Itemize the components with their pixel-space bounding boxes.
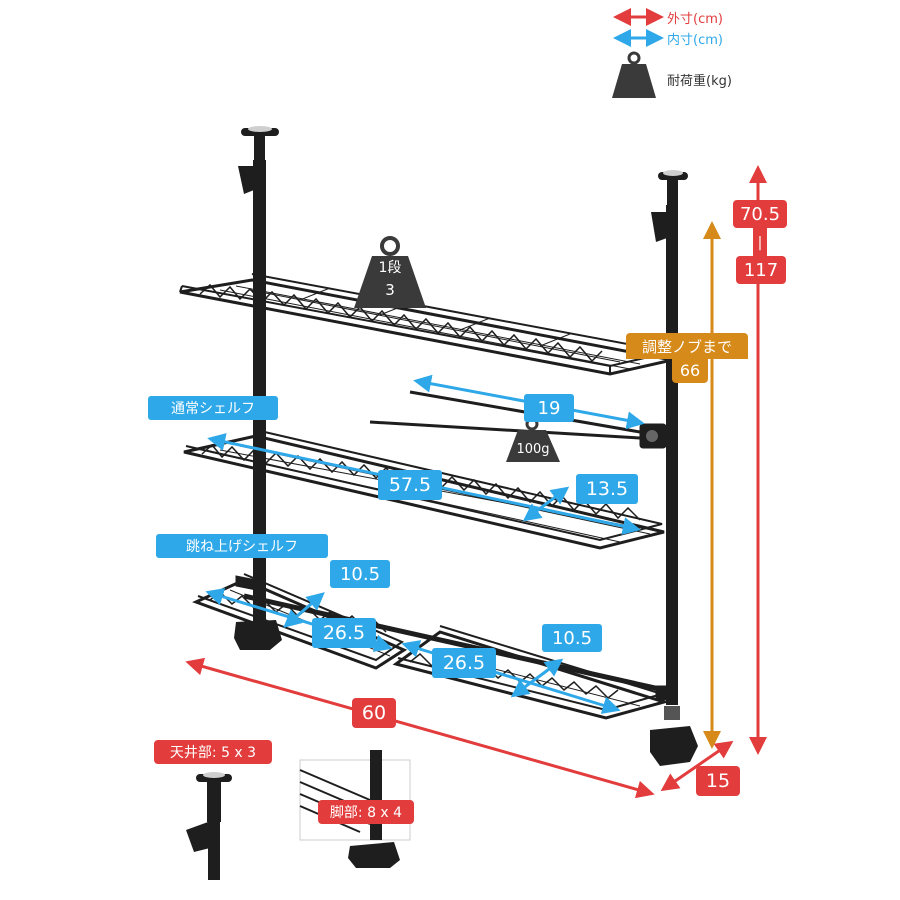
legend-load-label: 耐荷重(kg) xyxy=(667,74,732,89)
ceiling-part-inset xyxy=(186,772,232,880)
right-pole xyxy=(650,170,698,766)
shelf-depth-arrow xyxy=(522,486,570,522)
hinged-shelf-label: 跳ね上げシェルフ xyxy=(156,534,328,558)
adjust-value-label: 66 xyxy=(672,357,708,383)
hinged-right-depth-label: 10.5 xyxy=(542,624,602,652)
top-load-weight-icon xyxy=(354,236,426,308)
normal-shelf-label: 通常シェルフ xyxy=(148,396,278,420)
hook-width-label: 19 xyxy=(524,394,574,422)
shelf-width-label: 57.5 xyxy=(378,470,442,500)
height-sep-label: | xyxy=(753,228,767,258)
height-min-label: 70.5 xyxy=(733,200,787,228)
ceiling-part-label: 天井部: 5 x 3 xyxy=(154,740,272,764)
hook-load-label: 100g xyxy=(516,441,550,457)
adjust-title-label: 調整ノブまで xyxy=(626,333,748,359)
hinged-right-width-label: 26.5 xyxy=(432,648,496,678)
hinged-left-width-label: 26.5 xyxy=(312,618,376,648)
legend-inner-label: 内寸(cm) xyxy=(667,33,723,48)
height-max-label: 117 xyxy=(736,256,786,284)
width-outer-label: 60 xyxy=(352,698,396,728)
hinged-left-depth-label: 10.5 xyxy=(330,560,390,588)
hinged-left-depth-arrow xyxy=(283,592,325,628)
legend-outer-label: 外寸(cm) xyxy=(667,12,723,27)
depth-outer-label: 15 xyxy=(696,766,740,796)
top-load-title: 1段 xyxy=(378,260,402,276)
hinged-right-depth-arrow xyxy=(510,658,564,698)
top-load-value: 3 xyxy=(385,281,395,299)
shelf-depth-label: 13.5 xyxy=(576,474,638,504)
legend-weight-icon xyxy=(612,51,656,98)
width-arrow xyxy=(185,657,655,799)
foot-part-label: 脚部: 8 x 4 xyxy=(318,800,414,824)
left-pole xyxy=(238,126,279,640)
